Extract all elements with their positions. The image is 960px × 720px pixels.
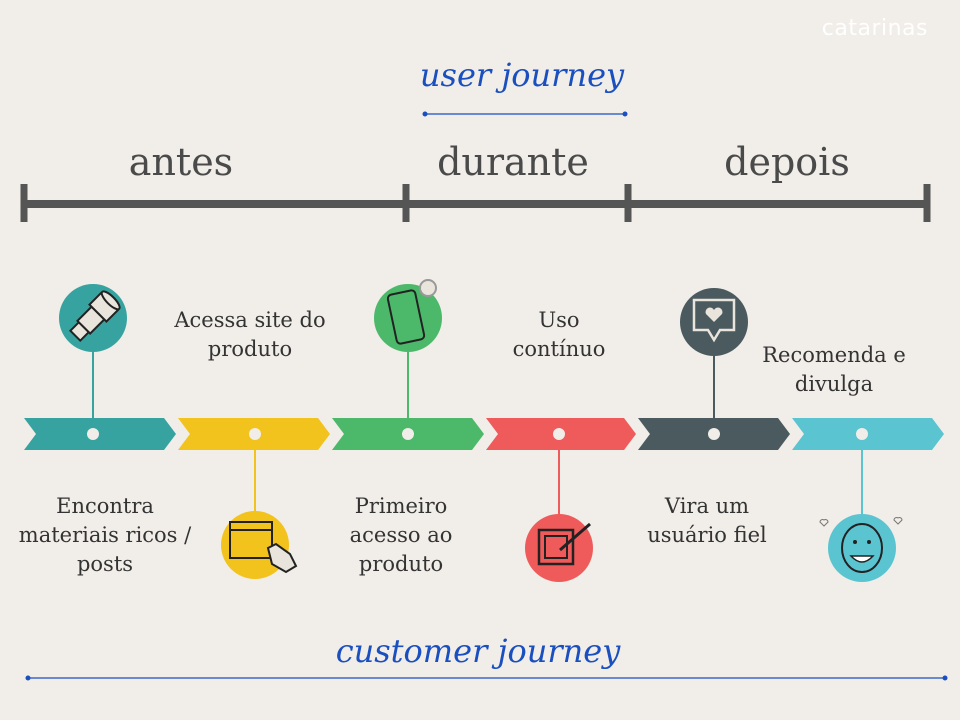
happy-face-icon <box>819 514 903 582</box>
customer-journey-title: customer journey <box>335 632 621 670</box>
chevron-step-1 <box>24 418 176 450</box>
step-dot-4 <box>553 428 565 440</box>
step-dot-5 <box>708 428 720 440</box>
heart-speech-icon <box>680 288 748 356</box>
step-dot-1 <box>87 428 99 440</box>
step-dot-2 <box>249 428 261 440</box>
phase-depois: depois <box>724 140 850 184</box>
smartphone-icon <box>374 279 442 352</box>
catarinas-logo: catarinas <box>821 16 928 41</box>
step-label-1: Encontra materiais ricos / posts <box>18 494 192 576</box>
step-label-2: Acessa site do produto <box>174 308 326 361</box>
phase-bar <box>20 184 931 222</box>
telescope-icon <box>59 284 127 352</box>
checkbox-icon <box>525 514 593 582</box>
customer-journey-underline <box>25 675 948 681</box>
user-journey-title: user journey <box>419 56 625 94</box>
phase-antes: antes <box>128 140 234 184</box>
phase-durante: durante <box>437 140 589 184</box>
browser-click-icon <box>221 511 298 579</box>
step-label-3: Primeiro acesso ao produto <box>349 494 453 576</box>
user-journey-underline <box>422 111 628 117</box>
step-label-6: Recomenda e divulga <box>762 343 906 396</box>
step-dot-3 <box>402 428 414 440</box>
step-label-5: Vira um usuário fiel <box>647 494 767 547</box>
step-label-4: Uso contínuo <box>512 308 606 361</box>
step-dot-6 <box>856 428 868 440</box>
